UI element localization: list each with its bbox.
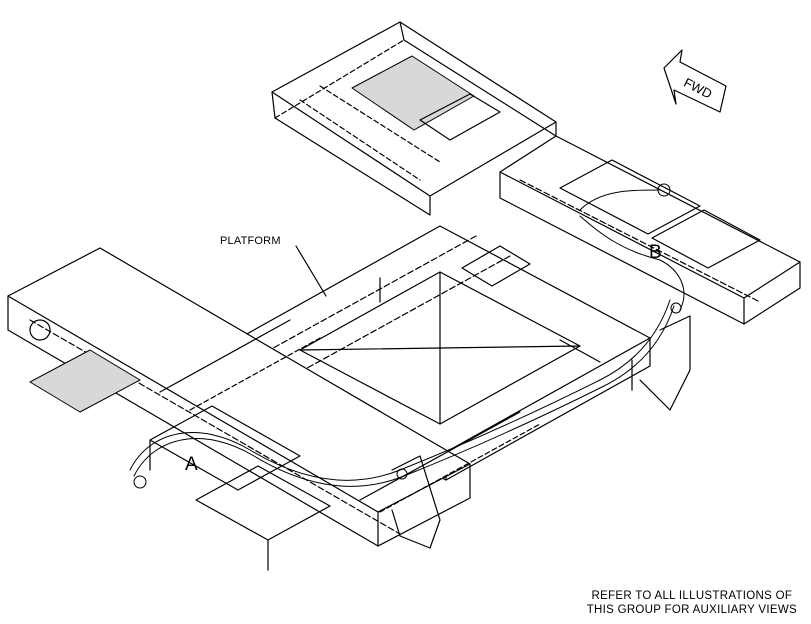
bracket-center — [391, 455, 441, 549]
platform-leader-line — [295, 245, 327, 297]
left-frame-rail — [7, 247, 471, 571]
forward-arrow-icon — [663, 49, 727, 113]
rear-deck — [271, 21, 557, 216]
routed-lines — [129, 183, 685, 489]
detail-b-label: B — [649, 242, 662, 263]
auxiliary-views-note: REFER TO ALL ILLUSTRATIONS OF THIS GROUP… — [587, 589, 797, 617]
cross-members — [159, 319, 541, 513]
bracket-right — [631, 315, 691, 411]
detail-a-label: A — [185, 454, 198, 475]
right-frame-rail — [499, 135, 801, 325]
platform-label: PLATFORM — [220, 235, 281, 247]
note-line-2: THIS GROUP FOR AUXILIARY VIEWS — [586, 604, 797, 616]
note-line-1: REFER TO ALL ILLUSTRATIONS OF — [591, 590, 793, 602]
